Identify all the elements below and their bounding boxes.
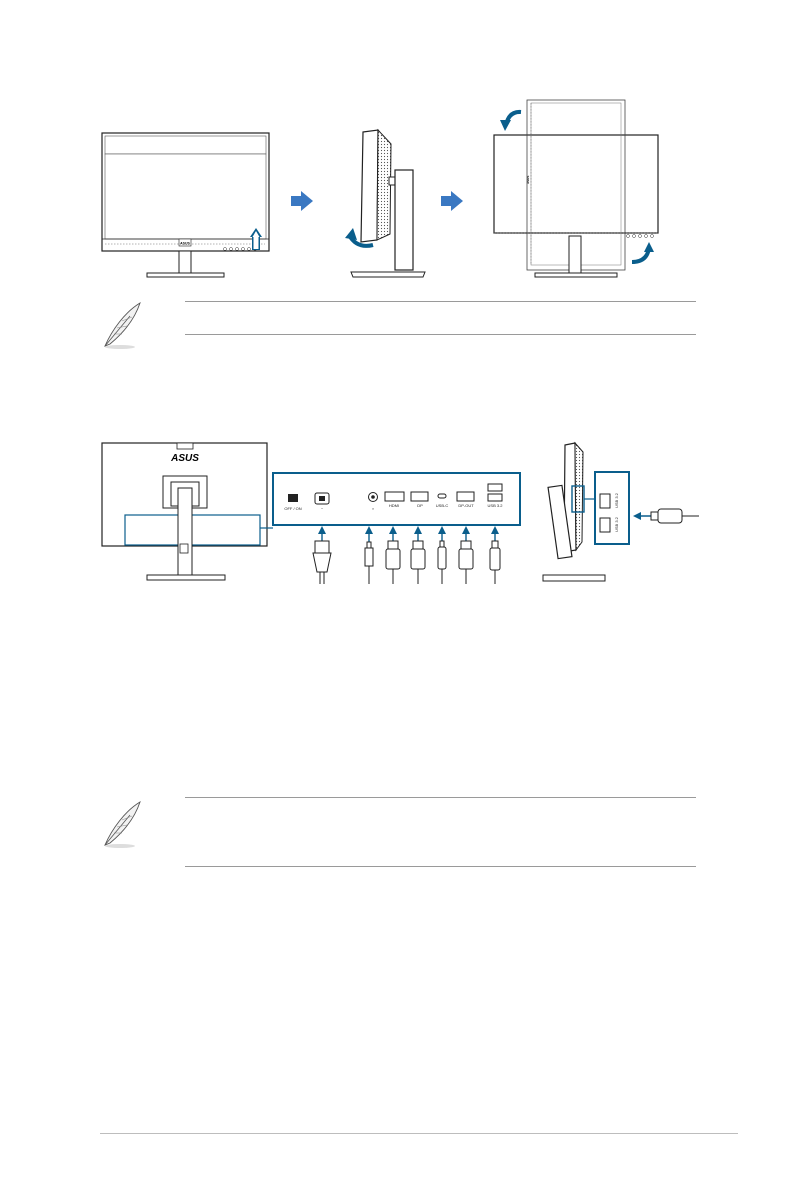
port-label-hdmi: HDMI	[389, 503, 399, 508]
monitor-front-view: ASUS	[101, 132, 270, 278]
rotate-arrow-top-icon	[500, 109, 522, 131]
side-usb-label-1: USB 3.2	[614, 492, 619, 508]
monitor-side-tilt-view	[345, 128, 426, 278]
footer-rule	[100, 1133, 738, 1134]
sequence-arrow-2	[441, 191, 463, 211]
monitor-rotated-brand: ASUS	[526, 176, 530, 184]
rotate-arrow-bottom-icon	[631, 242, 654, 264]
lift-arrow-icon	[250, 228, 262, 250]
tilt-arrow-icon	[345, 228, 374, 248]
side-usb-label-2: USB 3.2	[614, 516, 619, 532]
monitor-side-usb-view: USB 3.2 USB 3.2	[542, 441, 699, 582]
feather-quill-icon	[104, 301, 141, 349]
monitor-front-buttons	[223, 247, 257, 251]
port-label-dpout: DP-OUT	[458, 503, 474, 508]
port-label-usbc: USB-C	[436, 503, 449, 508]
note-2-bottom-rule	[185, 866, 696, 867]
port-panel: OFF / ON ~ ∩ HDMI DP USB-C DP-OUT USB 3.…	[272, 472, 521, 526]
note-2-top-rule	[185, 797, 696, 798]
sequence-arrow-1	[291, 191, 313, 211]
feather-quill-icon	[104, 800, 141, 848]
port-arrows	[318, 526, 499, 542]
ports-connection-figure: ASUS OFF / ON ~ ∩ HDMI DP USB-C DP-OUT	[101, 441, 699, 584]
port-label-ac: ~	[321, 506, 324, 511]
monitor-pivot-buttons	[626, 234, 654, 238]
port-label-dp: DP	[417, 503, 423, 508]
port-label-usb: USB 3.2	[488, 503, 504, 508]
cables	[312, 540, 501, 584]
pivot-sequence-figure: ASUS	[101, 99, 659, 278]
monitor-front-brand: ASUS	[180, 242, 190, 246]
port-label-switch: OFF / ON	[284, 506, 301, 511]
monitor-pivot-view: ASUS	[493, 99, 659, 278]
rear-brand-logo: ASUS	[170, 453, 199, 464]
note-1-top-rule	[185, 301, 696, 302]
monitor-rear-view: ASUS	[101, 442, 273, 581]
port-label-audio: ∩	[372, 506, 375, 511]
note-1-bottom-rule	[185, 334, 696, 335]
